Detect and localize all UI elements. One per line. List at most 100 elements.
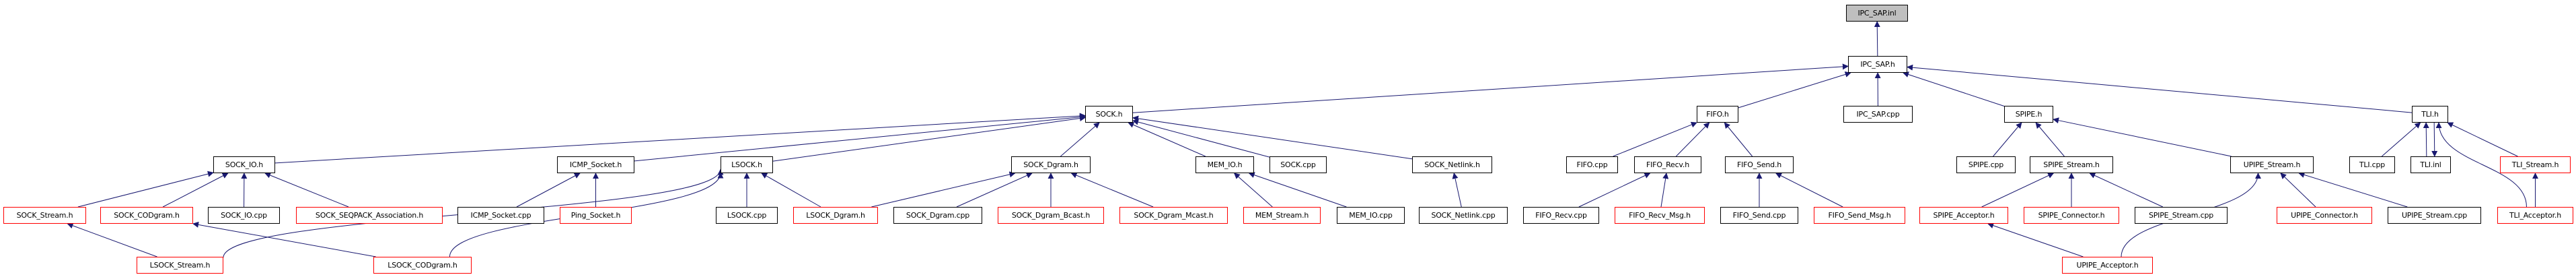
node-ping-socket-h[interactable]: Ping_Socket.h xyxy=(560,207,632,224)
node-fifo-recv-h[interactable]: FIFO_Recv.h xyxy=(1634,156,1701,173)
node-sock-stream-h[interactable]: SOCK_Stream.h xyxy=(3,207,86,224)
node-tli-stream-h[interactable]: TLI_Stream.h xyxy=(2500,156,2571,173)
node-label: Ping_Socket.h xyxy=(571,211,621,220)
node-label: UPIPE_Acceptor.h xyxy=(2076,261,2139,270)
node-label: TLI.cpp xyxy=(2359,160,2386,169)
node-label: TLI.inl xyxy=(2420,160,2441,169)
edge-tli-h-to-ipc-sap-h xyxy=(1907,64,2413,113)
node-sock-dgram-mcast-h[interactable]: SOCK_Dgram_Mcast.h xyxy=(1119,207,1228,224)
node-upipe-acceptor-h[interactable]: UPIPE_Acceptor.h xyxy=(2062,257,2153,274)
node-lsock-codgram-h[interactable]: LSOCK_CODgram.h xyxy=(373,257,472,274)
node-label: ICMP_Socket.cpp xyxy=(470,211,531,220)
node-sock-io-cpp[interactable]: SOCK_IO.cpp xyxy=(208,207,280,224)
node-label: FIFO.h xyxy=(1706,110,1729,119)
node-mem-stream-h[interactable]: MEM_Stream.h xyxy=(1243,207,1321,224)
edge-tli-acceptor-h-to-tli-h xyxy=(2435,122,2527,208)
node-sock-io-h[interactable]: SOCK_IO.h xyxy=(213,156,275,173)
node-spipe-cpp[interactable]: SPIPE.cpp xyxy=(1956,156,2016,173)
node-fifo-send-msg-h[interactable]: FIFO_Send_Msg.h xyxy=(1814,207,1905,224)
edge-fifo-send-h-to-fifo-h xyxy=(1724,122,1753,157)
edge-fifo-recv-msg-h-to-fifo-recv-h xyxy=(1660,173,1669,208)
node-label: UPIPE_Connector.h xyxy=(2291,211,2358,220)
node-label: LSOCK_Stream.h xyxy=(149,261,211,270)
edge-sock-dgram-h-to-sock-h xyxy=(1060,122,1100,157)
edge-upipe-stream-h-to-spipe-h xyxy=(2053,117,2232,157)
edge-upipe-stream-cpp-to-upipe-stream-h xyxy=(2298,172,2408,208)
node-fifo-recv-msg-h[interactable]: FIFO_Recv_Msg.h xyxy=(1615,207,1705,224)
edge-spipe-acceptor-h-to-spipe-stream-h xyxy=(1981,173,2055,208)
edge-sock-codgram-h-to-sock-io-h xyxy=(162,173,229,208)
node-icmp-socket-cpp[interactable]: ICMP_Socket.cpp xyxy=(457,207,544,224)
node-mem-io-h[interactable]: MEM_IO.h xyxy=(1195,156,1254,173)
edge-spipe-cpp-to-spipe-h xyxy=(1993,122,2022,157)
node-spipe-acceptor-h[interactable]: SPIPE_Acceptor.h xyxy=(1919,207,2008,224)
node-upipe-stream-cpp[interactable]: UPIPE_Stream.cpp xyxy=(2388,207,2481,224)
node-ipc-sap-cpp[interactable]: IPC_SAP.cpp xyxy=(1843,106,1913,123)
node-sock-cpp[interactable]: SOCK.cpp xyxy=(1269,156,1327,173)
node-label: SPIPE_Stream.h xyxy=(2043,160,2100,169)
edge-lsock-dgram-h-to-lsock-h xyxy=(761,173,821,208)
edge-fifo-recv-h-to-fifo-h xyxy=(1675,122,1710,157)
edge-fifo-send-msg-h-to-fifo-send-h xyxy=(1775,173,1843,208)
node-label: TLI_Acceptor.h xyxy=(2509,211,2561,220)
edge-icmp-socket-h-to-sock-h xyxy=(634,114,1086,162)
node-lsock-cpp[interactable]: LSOCK.cpp xyxy=(716,207,778,224)
node-lsock-dgram-h[interactable]: LSOCK_Dgram.h xyxy=(793,207,878,224)
node-upipe-stream-h[interactable]: UPIPE_Stream.h xyxy=(2230,156,2314,173)
edge-spipe-h-to-ipc-sap-h xyxy=(1903,71,2005,106)
edge-sock-stream-h-to-sock-io-h xyxy=(77,171,214,208)
node-ipc-sap-h[interactable]: IPC_SAP.h xyxy=(1848,56,1907,73)
node-tli-inl[interactable]: TLI.inl xyxy=(2411,156,2451,173)
node-label: SPIPE.cpp xyxy=(1968,160,2004,169)
node-tli-h[interactable]: TLI.h xyxy=(2412,106,2448,123)
node-label: SOCK_CODgram.h xyxy=(114,211,180,220)
node-label: SOCK_SEQPACK_Association.h xyxy=(315,211,424,220)
node-icmp-socket-h[interactable]: ICMP_Socket.h xyxy=(557,156,634,173)
node-label: SOCK_IO.cpp xyxy=(221,211,267,220)
node-label: FIFO_Recv.h xyxy=(1646,160,1689,169)
node-upipe-connector-h[interactable]: UPIPE_Connector.h xyxy=(2277,207,2372,224)
edge-lsock-h-to-sock-h xyxy=(772,115,1086,162)
node-label: SPIPE_Stream.cpp xyxy=(2148,211,2214,220)
node-spipe-connector-h[interactable]: SPIPE_Connector.h xyxy=(2024,207,2119,224)
node-lsock-stream-h[interactable]: LSOCK_Stream.h xyxy=(137,257,223,274)
node-sock-h[interactable]: SOCK.h xyxy=(1085,106,1133,123)
node-spipe-h[interactable]: SPIPE.h xyxy=(2004,106,2053,123)
node-label: UPIPE_Stream.h xyxy=(2243,160,2301,169)
node-label: MEM_IO.h xyxy=(1207,160,1243,169)
node-fifo-cpp[interactable]: FIFO.cpp xyxy=(1566,156,1618,173)
node-label: LSOCK_Dgram.h xyxy=(806,211,865,220)
node-label: SOCK_Stream.h xyxy=(16,211,73,220)
edge-lsock-stream-h-to-sock-stream-h xyxy=(67,222,157,257)
node-tli-cpp[interactable]: TLI.cpp xyxy=(2349,156,2395,173)
node-sock-seqpack-h[interactable]: SOCK_SEQPACK_Association.h xyxy=(296,207,443,224)
node-label: SOCK_Netlink.h xyxy=(1424,160,1480,169)
node-label: SOCK.cpp xyxy=(1280,160,1316,169)
node-label: IPC_SAP.h xyxy=(1860,60,1895,69)
node-sock-netlink-h[interactable]: SOCK_Netlink.h xyxy=(1412,156,1492,173)
edge-lsock-codgram-h-to-sock-codgram-h xyxy=(192,221,376,257)
edge-upipe-connector-h-to-upipe-stream-h xyxy=(2280,173,2316,208)
node-sock-dgram-cpp[interactable]: SOCK_Dgram.cpp xyxy=(893,207,982,224)
node-tli-acceptor-h[interactable]: TLI_Acceptor.h xyxy=(2497,207,2573,224)
node-spipe-stream-cpp[interactable]: SPIPE_Stream.cpp xyxy=(2135,207,2228,224)
node-label: FIFO_Send.cpp xyxy=(1732,211,1786,220)
node-mem-io-cpp[interactable]: MEM_IO.cpp xyxy=(1337,207,1405,224)
node-spipe-stream-h[interactable]: SPIPE_Stream.h xyxy=(2030,156,2113,173)
node-sock-codgram-h[interactable]: SOCK_CODgram.h xyxy=(100,207,193,224)
node-ipc-sap-inl[interactable]: IPC_SAP.inl xyxy=(1846,5,1908,22)
node-fifo-send-cpp[interactable]: FIFO_Send.cpp xyxy=(1720,207,1798,224)
node-sock-netlink-cpp[interactable]: SOCK_Netlink.cpp xyxy=(1419,207,1508,224)
node-sock-dgram-h[interactable]: SOCK_Dgram.h xyxy=(1011,156,1091,173)
node-fifo-send-h[interactable]: FIFO_Send.h xyxy=(1725,156,1794,173)
node-fifo-recv-cpp[interactable]: FIFO_Recv.cpp xyxy=(1523,207,1599,224)
node-label: SOCK.h xyxy=(1095,110,1123,119)
node-label: SOCK_Dgram_Bcast.h xyxy=(1011,211,1091,220)
node-lsock-h[interactable]: LSOCK.h xyxy=(721,156,773,173)
edge-mem-stream-h-to-mem-io-h xyxy=(1233,173,1273,208)
edge-sock-cpp-to-sock-h xyxy=(1132,119,1270,158)
node-sock-dgram-bcast-h[interactable]: SOCK_Dgram_Bcast.h xyxy=(998,207,1104,224)
node-fifo-h[interactable]: FIFO.h xyxy=(1697,106,1738,123)
edge-upipe-acceptor-h-to-spipe-acceptor-h xyxy=(1987,222,2084,257)
edge-sock-io-h-to-sock-h xyxy=(274,113,1086,164)
